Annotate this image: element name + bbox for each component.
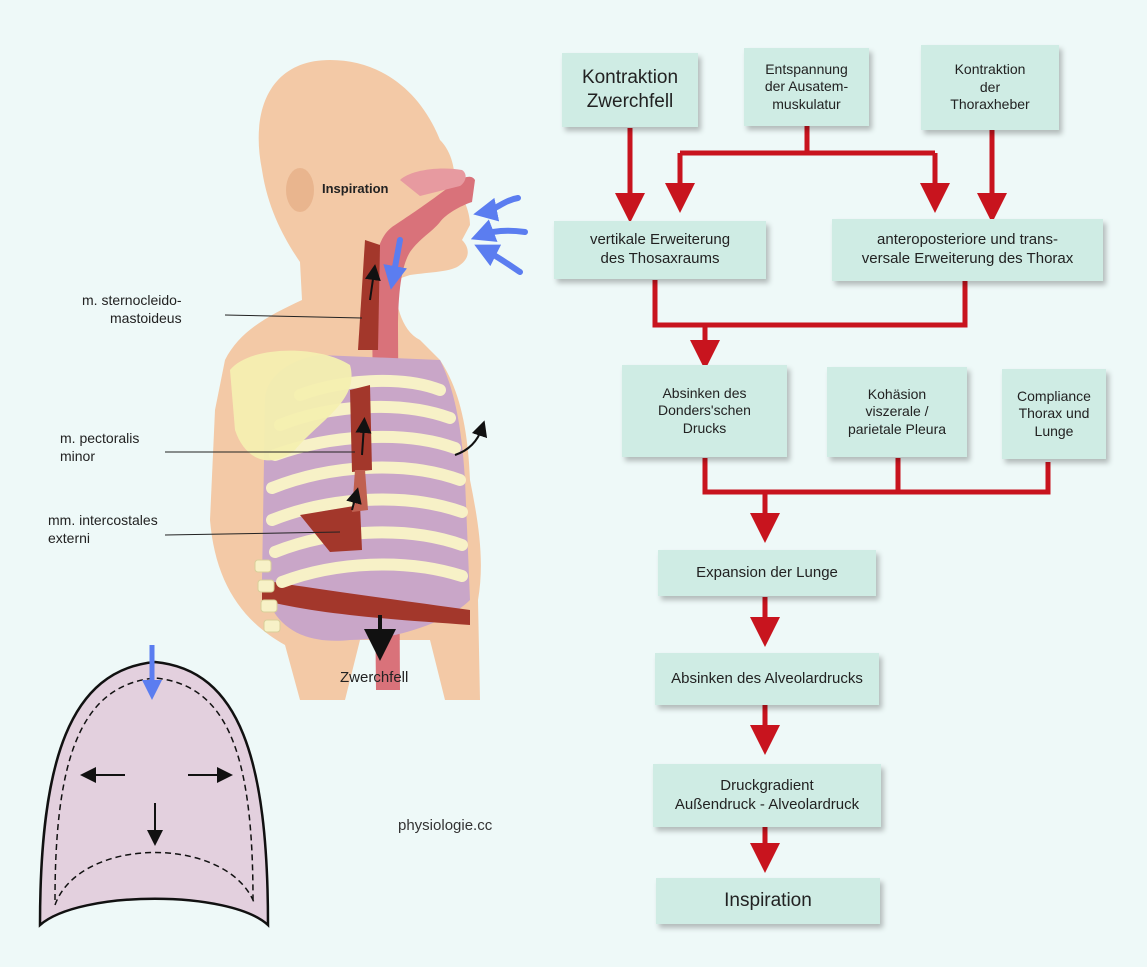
box-compliance: Compliance Thorax und Lunge xyxy=(1002,369,1106,459)
box-anteroposteriore-erweiterung: anteroposteriore und trans- versale Erwe… xyxy=(832,219,1103,281)
box-expansion-lunge: Expansion der Lunge xyxy=(658,550,876,596)
box-inspiration: Inspiration xyxy=(656,878,880,924)
box-kohaesion-pleura: Kohäsion viszerale / parietale Pleura xyxy=(827,367,967,457)
box-entspannung-ausatemmuskulatur: Entspannung der Ausatem- muskulatur xyxy=(744,48,869,126)
box-absinken-donders: Absinken des Donders'schen Drucks xyxy=(622,365,787,457)
box-kontraktion-thoraxheber: Kontraktion der Thoraxheber xyxy=(921,45,1059,130)
box-vertikale-erweiterung: vertikale Erweiterung des Thosaxraums xyxy=(554,221,766,279)
box-kontraktion-zwerchfell: Kontraktion Zwerchfell xyxy=(562,53,698,127)
box-druckgradient: Druckgradient Außendruck - Alveolardruck xyxy=(653,764,881,827)
box-absinken-alveolardruck: Absinken des Alveolardrucks xyxy=(655,653,879,705)
